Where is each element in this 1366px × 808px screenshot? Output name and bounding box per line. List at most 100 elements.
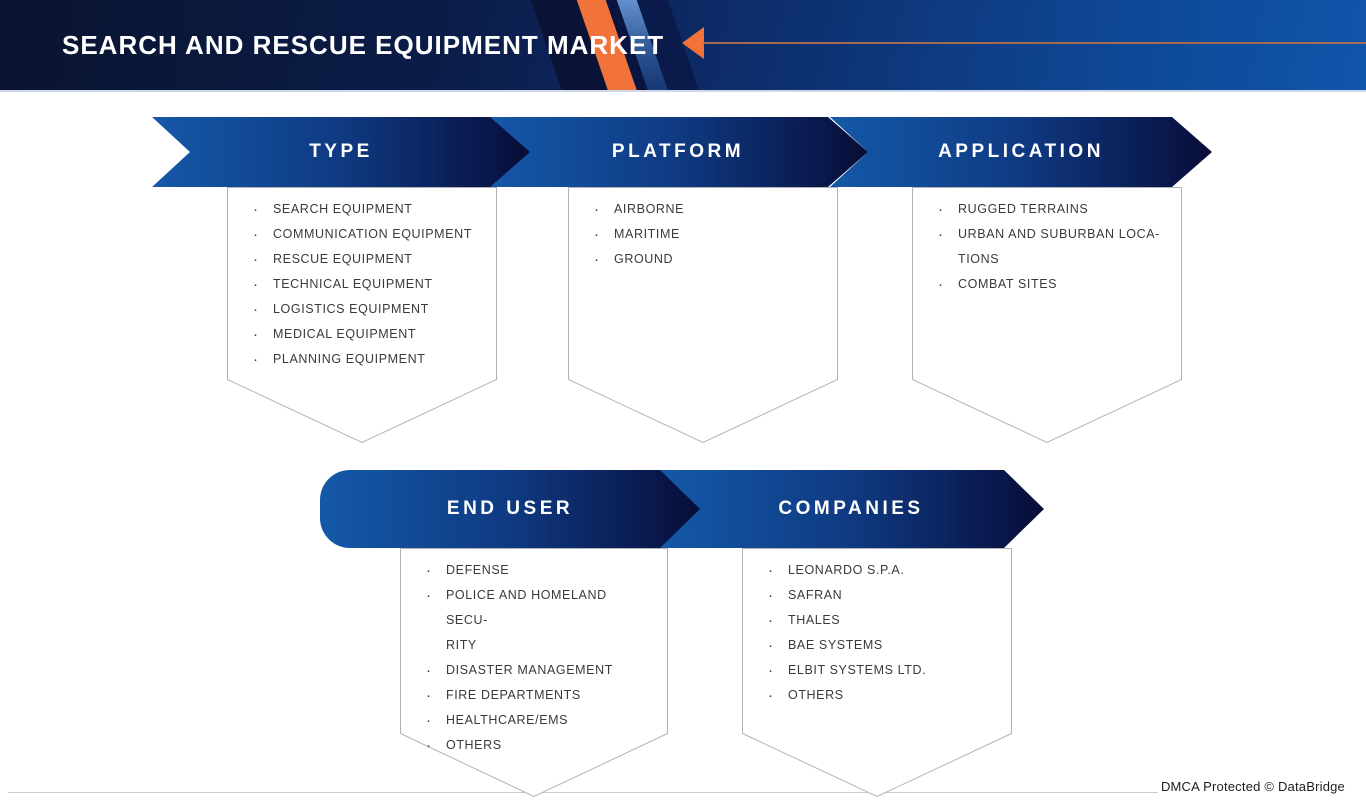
list-item: · ELBIT SYSTEMS LTD. (768, 658, 996, 683)
bullet-dot-icon: · (253, 251, 258, 268)
list-platform: · AIRBORNE · MARITIME · GROUND (594, 197, 822, 272)
list-item: · MEDICAL EQUIPMENT (253, 322, 481, 347)
dmca-text: DMCA Protected © DataBridge (1160, 779, 1345, 794)
list-item-text: OTHERS (788, 688, 844, 702)
list-item-text: MARITIME (614, 227, 680, 241)
list-item: · BAE SYSTEMS (768, 633, 996, 658)
list-item: · AIRBORNE (594, 197, 822, 222)
bullet-dot-icon: · (768, 612, 773, 629)
arrow-line (703, 42, 1366, 44)
list-item-text: THALES (788, 613, 841, 627)
list-item-text: GROUND (614, 252, 674, 266)
banner-end-user (320, 470, 700, 548)
list-item-text: DEFENSE (446, 563, 510, 577)
bullet-dot-icon: · (426, 662, 431, 679)
bullet-dot-icon: · (426, 737, 431, 754)
box-companies (742, 548, 1012, 798)
list-item: · URBAN AND SUBURBAN LOCA- TIONS (938, 222, 1166, 272)
list-item-text: AIRBORNE (614, 202, 685, 216)
list-item-text: POLICE AND HOMELAND SECU- RITY (446, 588, 607, 652)
bullet-dot-icon: · (253, 226, 258, 243)
bullet-dot-icon: · (426, 587, 431, 604)
list-item: · PLANNING EQUIPMENT (253, 347, 481, 372)
list-item: · POLICE AND HOMELAND SECU- RITY (426, 583, 652, 658)
list-item: · RUGGED TERRAINS (938, 197, 1166, 222)
bullet-dot-icon: · (768, 637, 773, 654)
bullet-dot-icon: · (253, 351, 258, 368)
banner-end-user-label: END USER (446, 498, 574, 519)
bullet-dot-icon: · (426, 687, 431, 704)
list-item: · SAFRAN (768, 583, 996, 608)
list-companies: · LEONARDO S.P.A. · SAFRAN · THALES · BA… (768, 558, 996, 708)
list-item-text: URBAN AND SUBURBAN LOCA- TIONS (958, 227, 1160, 266)
box-type (227, 187, 497, 444)
list-item: · RESCUE EQUIPMENT (253, 247, 481, 272)
banner-application (830, 117, 1212, 187)
list-item: · OTHERS (426, 733, 652, 758)
list-item-text: LEONARDO S.P.A. (788, 563, 905, 577)
list-type: · SEARCH EQUIPMENT · COMMUNICATION EQUIP… (253, 197, 481, 372)
list-item-text: COMBAT SITES (958, 277, 1058, 291)
bullet-dot-icon: · (594, 251, 599, 268)
banner-type (152, 117, 530, 187)
list-item-text: COMMUNICATION EQUIPMENT (273, 227, 472, 241)
list-application: · RUGGED TERRAINS · URBAN AND SUBURBAN L… (938, 197, 1166, 297)
bullet-dot-icon: · (938, 201, 943, 218)
banner-application-label: APPLICATION (938, 141, 1104, 162)
list-item: · TECHNICAL EQUIPMENT (253, 272, 481, 297)
list-item: · SEARCH EQUIPMENT (253, 197, 481, 222)
page-title: SEARCH AND RESCUE EQUIPMENT MARKET (62, 30, 665, 60)
header-banner: SEARCH AND RESCUE EQUIPMENT MARKET (0, 0, 1366, 92)
banner-companies-label: COMPANIES (778, 498, 924, 519)
bullet-dot-icon: · (253, 276, 258, 293)
list-item-text: SAFRAN (788, 588, 843, 602)
list-item-text: OTHERS (446, 738, 502, 752)
list-end-user: · DEFENSE · POLICE AND HOMELAND SECU- RI… (426, 558, 652, 758)
box-application (912, 187, 1182, 444)
left-arrow-icon (682, 27, 704, 59)
list-item: · OTHERS (768, 683, 996, 708)
list-item-text: RUGGED TERRAINS (958, 202, 1089, 216)
bullet-dot-icon: · (426, 712, 431, 729)
bullet-dot-icon: · (938, 276, 943, 293)
list-item-text: TECHNICAL EQUIPMENT (273, 277, 433, 291)
bullet-dot-icon: · (768, 662, 773, 679)
list-item: · THALES (768, 608, 996, 633)
list-item-text: LOGISTICS EQUIPMENT (273, 302, 429, 316)
banner-platform (488, 117, 868, 187)
list-item-text: BAE SYSTEMS (788, 638, 883, 652)
banner-platform-label: PLATFORM (611, 141, 745, 162)
list-item: · DEFENSE (426, 558, 652, 583)
banner-companies (658, 470, 1044, 548)
box-end-user (400, 548, 668, 798)
list-item: · GROUND (594, 247, 822, 272)
bullet-dot-icon: · (768, 687, 773, 704)
banner-type-label: TYPE (309, 141, 373, 162)
list-item-text: ELBIT SYSTEMS LTD. (788, 663, 927, 677)
list-item: · HEALTHCARE/EMS (426, 708, 652, 733)
bullet-dot-icon: · (253, 326, 258, 343)
list-item-text: RESCUE EQUIPMENT (273, 252, 413, 266)
bullet-dot-icon: · (253, 201, 258, 218)
bullet-dot-icon: · (426, 562, 431, 579)
list-item: · DISASTER MANAGEMENT (426, 658, 652, 683)
bullet-dot-icon: · (938, 226, 943, 243)
list-item-text: SEARCH EQUIPMENT (273, 202, 413, 216)
bullet-dot-icon: · (594, 201, 599, 218)
list-item: · COMBAT SITES (938, 272, 1166, 297)
bullet-dot-icon: · (768, 562, 773, 579)
bullet-dot-icon: · (594, 226, 599, 243)
list-item: · FIRE DEPARTMENTS (426, 683, 652, 708)
box-platform (568, 187, 838, 444)
list-item-text: FIRE DEPARTMENTS (446, 688, 581, 702)
list-item-text: PLANNING EQUIPMENT (273, 352, 426, 366)
list-item-text: MEDICAL EQUIPMENT (273, 327, 417, 341)
list-item: · LEONARDO S.P.A. (768, 558, 996, 583)
footer-rule (8, 792, 1158, 793)
list-item: · COMMUNICATION EQUIPMENT (253, 222, 481, 247)
list-item: · LOGISTICS EQUIPMENT (253, 297, 481, 322)
list-item: · MARITIME (594, 222, 822, 247)
list-item-text: HEALTHCARE/EMS (446, 713, 569, 727)
bullet-dot-icon: · (768, 587, 773, 604)
